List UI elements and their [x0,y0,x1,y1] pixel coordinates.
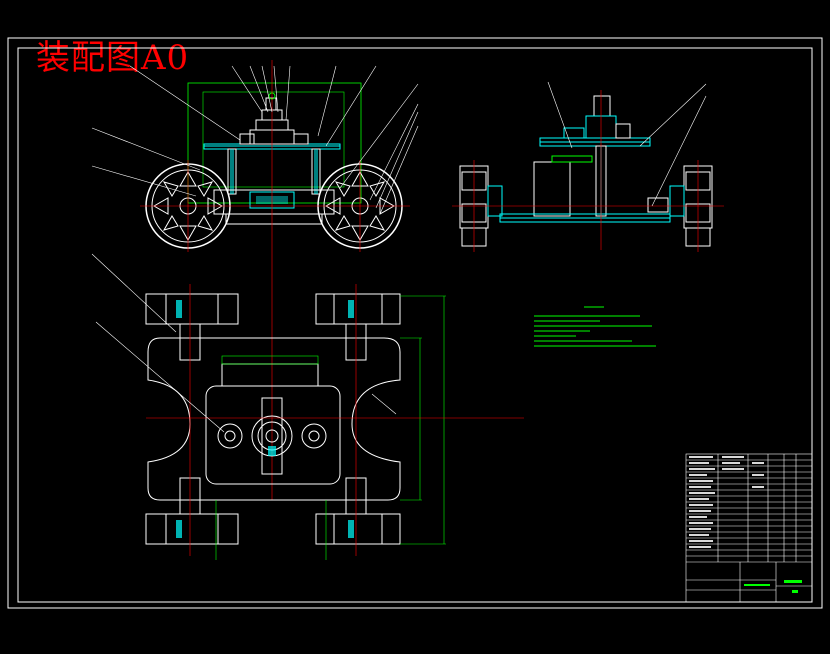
top-view [91,253,524,560]
front-view [91,60,419,500]
inner-border [17,47,813,603]
parts-list-and-title-block [685,453,813,603]
drawing-title: 装配图A0 [36,38,190,78]
side-view [452,81,724,252]
technical-notes [534,306,656,347]
title-block-green [744,580,802,593]
outer-border [7,37,823,609]
title-block-marks [689,456,764,548]
